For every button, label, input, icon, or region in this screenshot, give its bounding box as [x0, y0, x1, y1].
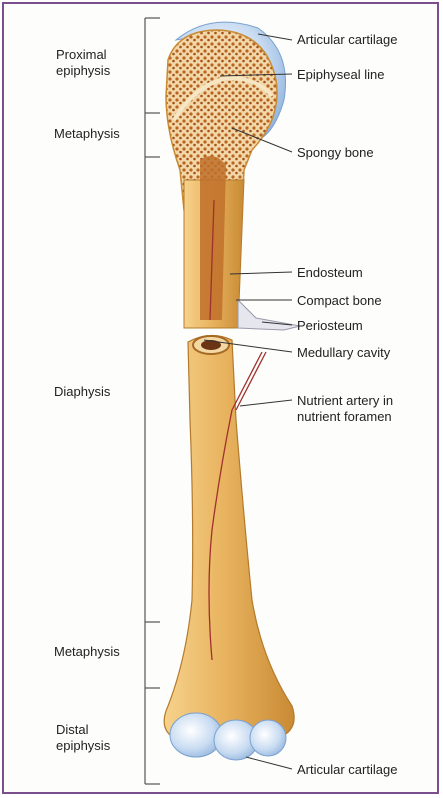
label-compact-bone: Compact bone [297, 293, 382, 308]
label-proximal-epiphysis-line2: epiphysis [56, 63, 148, 78]
label-proximal-epiphysis-line1: Proximal [56, 47, 148, 62]
label-diaphysis: Diaphysis [54, 384, 146, 399]
label-epiphyseal-line: Epiphyseal line [297, 67, 384, 82]
label-articular-cartilage-bottom: Articular cartilage [297, 762, 397, 777]
label-spongy-bone: Spongy bone [297, 145, 374, 160]
periosteum-flap [238, 300, 300, 330]
label-metaphysis-top: Metaphysis [54, 126, 146, 141]
label-distal-epiphysis-line2: epiphysis [56, 738, 148, 753]
label-periosteum: Periosteum [297, 318, 363, 333]
label-articular-cartilage-top: Articular cartilage [297, 32, 397, 47]
label-nutrient-artery-line1: Nutrient artery in [297, 393, 393, 408]
label-endosteum: Endosteum [297, 265, 363, 280]
label-medullary-cavity: Medullary cavity [297, 345, 390, 360]
label-metaphysis-bottom: Metaphysis [54, 644, 146, 659]
region-bracket [145, 18, 160, 784]
lower-shaft [164, 335, 294, 738]
label-distal-epiphysis-line1: Distal [56, 722, 148, 737]
label-nutrient-artery-line2: nutrient foramen [297, 409, 392, 424]
